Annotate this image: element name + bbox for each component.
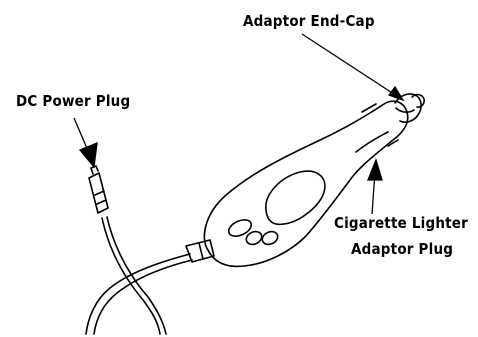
arrowhead-endcap [389,87,403,100]
cigarette-lighter-label-line2: Adaptor Plug [351,240,453,259]
cable-outer [102,218,160,334]
leader-endcap [302,34,400,98]
arrowhead-cig [368,160,382,180]
grip-pad-oval-3 [260,229,280,247]
strain-relief-ring [199,243,203,259]
arrowhead-dc [80,143,97,167]
grip-pad-large [266,171,325,224]
dc-plug-ring [95,191,104,195]
strain-relief [186,240,214,262]
grip-pad-oval-1 [226,217,254,240]
cable-from-adaptor-inner [94,260,192,334]
cable-inner [107,217,166,334]
adaptor-end-cap-label: Adaptor End-Cap [243,12,375,31]
dc-plug-ring-2 [97,200,106,204]
cigarette-lighter-label-line1: Cigarette Lighter [334,214,468,233]
dc-power-plug-label: DC Power Plug [16,92,130,111]
